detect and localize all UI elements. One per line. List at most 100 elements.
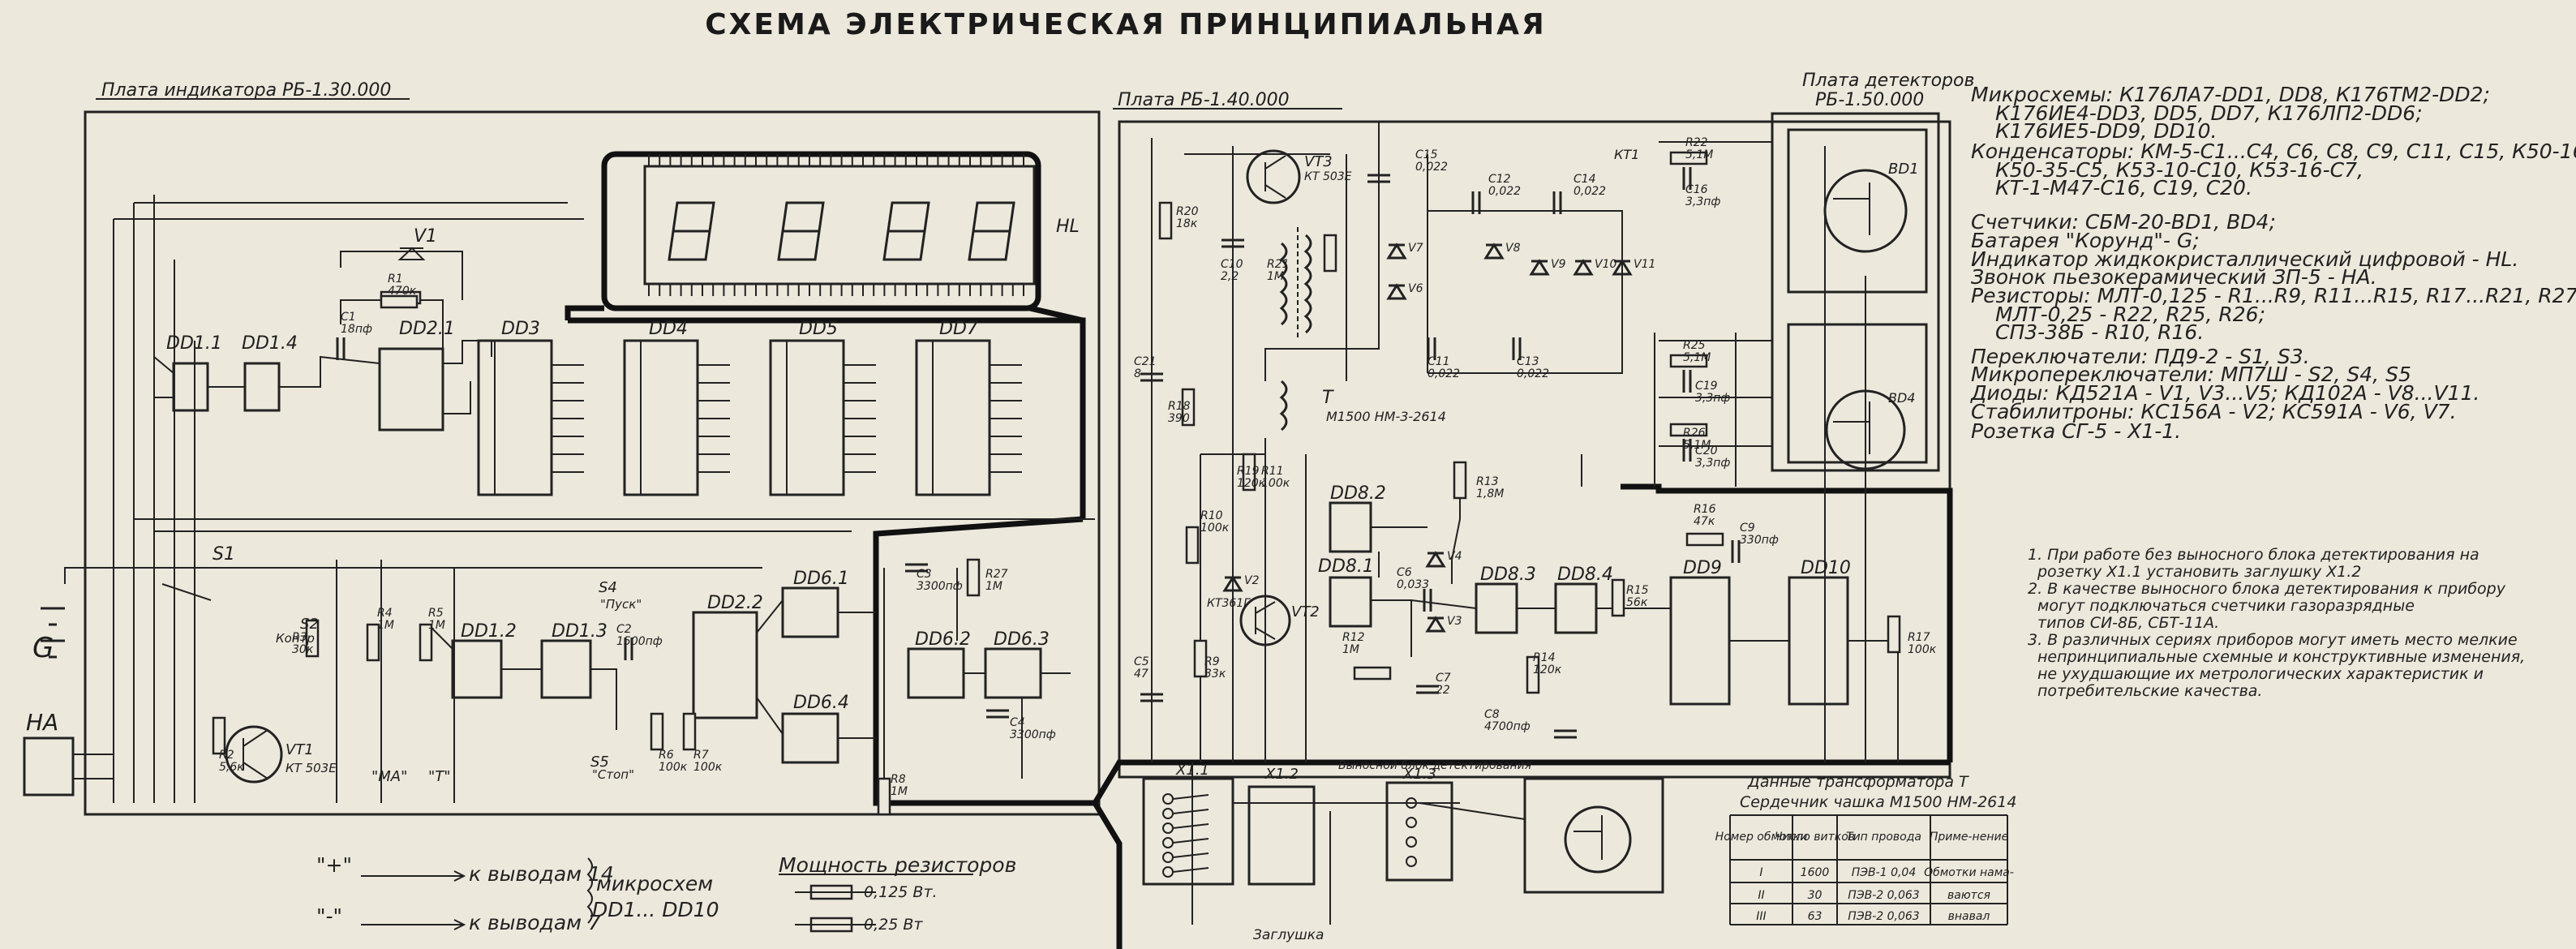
capacitor [1140, 372, 1163, 382]
svg-text:C21: C21 [1134, 355, 1157, 368]
chip-label: DD1.1 [166, 333, 222, 354]
svg-text:C6: C6 [1397, 566, 1412, 579]
capacitor [1552, 191, 1562, 214]
x1-1-connector [1142, 777, 1234, 886]
diode-v9: V9 [1529, 258, 1566, 276]
svg-text:V4: V4 [1447, 550, 1462, 563]
connector-pin [1162, 837, 1174, 848]
table-cell: 30 [1808, 889, 1823, 902]
resistor [1353, 666, 1392, 681]
svg-text:120к: 120к [1533, 663, 1562, 676]
resistor [1323, 234, 1337, 273]
chip-dd4 [623, 339, 730, 496]
indicator-board-frame [84, 110, 1101, 816]
svg-text:5,1М: 5,1М [1685, 148, 1713, 161]
svg-text:R6: R6 [659, 749, 674, 762]
legend-line: К176ИЕ4-DD3, DD5, DD7, К176ЛП2-DD6; [1995, 101, 2423, 125]
resistor [682, 712, 697, 751]
svg-text:100к: 100к [693, 761, 723, 774]
svg-text:R20: R20 [1176, 205, 1199, 218]
svg-text:C7: C7 [1436, 672, 1451, 685]
legend-line: Диоды: КД521А - V1, V3...V5; КД102А - V8… [1970, 381, 2479, 405]
table-cell: I [1759, 866, 1762, 879]
label-x12: Х1.2 [1264, 766, 1299, 783]
svg-text:R15: R15 [1626, 584, 1649, 597]
table-header: Тип провода [1846, 831, 1921, 844]
resistor [1669, 354, 1708, 368]
power-025-label: 0,25 Вт [864, 916, 923, 934]
dd2-2-flipflop [692, 611, 758, 719]
bd1-tube-housing [1787, 128, 1928, 294]
x1-2-plug [1247, 785, 1316, 886]
svg-text:R13: R13 [1476, 475, 1499, 488]
dd1-1-gate [172, 362, 209, 412]
svg-text:18пф: 18пф [341, 323, 372, 336]
svg-text:100к: 100к [1200, 522, 1230, 535]
label-vt2_type: КТ361Г [1207, 597, 1251, 610]
capacitor [1471, 191, 1481, 214]
legend-line: Микросхемы: К176ЛА7-DD1, DD8, К176ТМ2-DD… [1971, 83, 2490, 106]
svg-text:C20: C20 [1695, 444, 1718, 457]
table-cell: 1600 [1801, 866, 1830, 879]
label-s4_label: "Пуск" [600, 597, 642, 612]
svg-text:R9: R9 [1204, 655, 1220, 668]
note-line: розетку Х1.1 установить заглушку Х1.2 [2037, 563, 2361, 581]
table-cell: II [1758, 889, 1764, 902]
main-board-label: Плата РБ-1.40.000 [1118, 90, 1290, 110]
main-board-frame [1118, 120, 1951, 779]
capacitor [1221, 238, 1244, 248]
capacitor [1427, 337, 1436, 360]
capacitor [1682, 370, 1692, 393]
svg-text:R3: R3 [292, 631, 307, 644]
note-line: потребительские качества. [2037, 682, 2262, 700]
capacitor [1512, 337, 1522, 360]
svg-text:0,022: 0,022 [1574, 185, 1606, 198]
note-line: 1. При работе без выносного блока детект… [2028, 546, 2479, 564]
note-line: могут подключаться счетчики газоразрядны… [2037, 597, 2415, 615]
label-bd4: BD4 [1888, 390, 1915, 406]
label-kontr: Контр [276, 631, 315, 646]
chip-label: DD1.3 [552, 621, 608, 642]
note-line: не ухудшающие их метрологических характе… [2037, 665, 2484, 683]
power-section [23, 567, 212, 797]
svg-text:22: 22 [1436, 684, 1450, 697]
legend-line: Конденсаторы: КМ-5-С1...С4, С6, С8, С9, … [1971, 140, 2576, 163]
svg-text:0,022: 0,022 [1488, 185, 1521, 198]
svg-text:R5: R5 [428, 607, 444, 620]
chip-label: DD4 [649, 319, 688, 339]
legend-line: Счетчики: СБМ-20-BD1, BD4; [1971, 210, 2276, 234]
resistors [212, 151, 1901, 816]
lcd-pins [648, 154, 1024, 296]
svg-text:R22: R22 [1685, 136, 1708, 149]
svg-text:V8: V8 [1505, 242, 1521, 255]
resistor [1158, 201, 1173, 240]
svg-text:R25: R25 [1683, 339, 1706, 352]
resistor [380, 294, 419, 309]
transistors [225, 149, 1301, 784]
lcd-digits [668, 201, 1015, 261]
legend-line: Стабилитроны: КС156А - V2; КС591А - V6, … [1971, 400, 2457, 423]
svg-text:470к: 470к [388, 285, 417, 298]
label-t_btn: "Т" [428, 768, 451, 785]
resistor [212, 716, 226, 755]
chip-label: DD2.2 [707, 593, 763, 613]
bd4-tube [1825, 389, 1906, 470]
page-title: СХЕМА ЭЛЕКТРИЧЕСКАЯ ПРИНЦИПИАЛЬНАЯ [705, 8, 1547, 41]
label-ha: HA [26, 709, 58, 736]
capacitor [336, 337, 346, 360]
main-logic [451, 501, 1849, 764]
svg-text:R17: R17 [1908, 631, 1930, 644]
